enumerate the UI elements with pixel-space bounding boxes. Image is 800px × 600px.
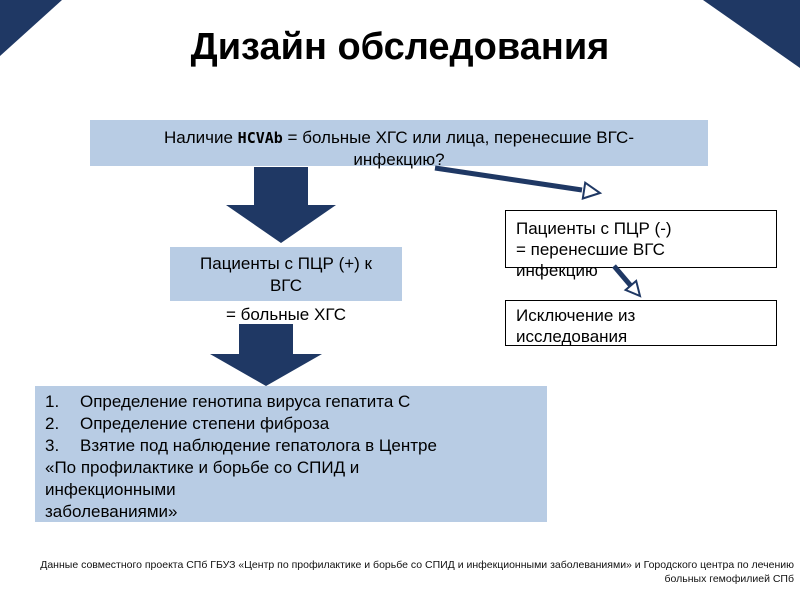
pcr-positive-box: Пациенты с ПЦР (+) к ВГС	[170, 247, 402, 301]
outcome-item-text: Определение степени фиброза	[80, 414, 330, 433]
outcome-continuation: «По профилактике и борьбе со СПИД и инфе…	[45, 458, 360, 521]
pcr-negative-box: Пациенты с ПЦР (-) = перенесшие ВГС инфе…	[505, 210, 777, 280]
connector-arrow-to-exclusion	[612, 264, 642, 298]
top-condition-box: Наличие HCVAb = больные ХГС или лица, пе…	[90, 120, 708, 169]
outcome-item-text: Определение генотипа вируса гепатита С	[80, 392, 411, 411]
footer-note: Данные совместного проекта СПб ГБУЗ «Цен…	[40, 559, 794, 585]
outcome-item: 3. Взятие под наблюдение гепатолога в Це…	[45, 435, 537, 457]
connector-arrow-to-pcr-negative	[434, 165, 603, 200]
pcr-positive-caption: = больные ХГС	[225, 305, 347, 324]
slide-title: Дизайн обследования	[190, 26, 610, 68]
outcome-item: 2. Определение степени фиброза	[45, 413, 537, 435]
outcome-item-number: 2.	[45, 414, 60, 433]
outcomes-box: 1. Определение генотипа вируса гепатита …	[35, 386, 547, 522]
down-block-arrow-1	[226, 167, 336, 243]
down-block-arrow-2	[210, 324, 322, 386]
top-condition-text-suffix: = больные ХГС или лица, перенесшие ВГС- …	[287, 128, 634, 169]
outcome-item: 1. Определение генотипа вируса гепатита …	[45, 391, 537, 413]
outcome-item-number: 1.	[45, 392, 60, 411]
outcome-item-number: 3.	[45, 436, 60, 455]
exclusion-box: Исключение из исследования	[505, 300, 777, 346]
hcvab-code-text: HCVAb	[237, 129, 283, 147]
top-condition-text-prefix: Наличие	[163, 128, 238, 147]
outcome-item-text: Взятие под наблюдение гепатолога в Центр…	[80, 436, 437, 455]
